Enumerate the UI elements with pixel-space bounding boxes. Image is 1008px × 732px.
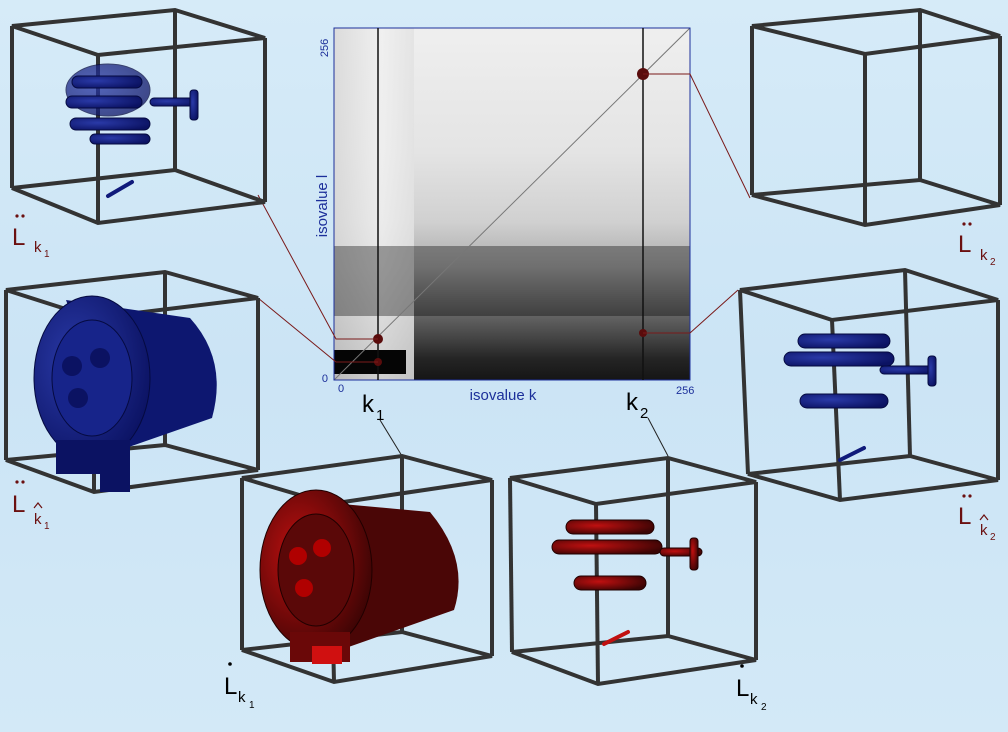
y-tick-max: 256	[319, 39, 331, 57]
connector-top-right	[643, 73, 751, 199]
label-sub: k	[980, 522, 988, 539]
connector-mid-left	[257, 297, 378, 363]
panel-top-left	[10, 7, 267, 226]
dot-mark	[21, 214, 25, 218]
matrix-dark-band	[334, 246, 690, 316]
dot-mark	[968, 494, 972, 498]
volume-blue-pipes	[783, 333, 937, 409]
x-tick-min: 0	[338, 383, 344, 395]
label-sub: k	[34, 239, 42, 256]
connector-bottom-right	[647, 417, 669, 457]
volume-red-pipes	[551, 519, 703, 591]
label-main: L	[12, 224, 25, 251]
k1-sub: 1	[376, 407, 384, 424]
label-subsub: 1	[44, 521, 50, 532]
label-subsub: 2	[990, 532, 996, 543]
volume-red-cylinder	[259, 489, 459, 664]
panel-bottom-right	[508, 455, 758, 687]
wireframe-cube	[738, 267, 1000, 503]
volume-red-fragment	[602, 630, 630, 646]
label-mid-right: L k 2	[958, 494, 996, 543]
dot-mark	[740, 664, 744, 668]
label-sub: k	[750, 691, 758, 708]
panel-mid-right	[738, 267, 1000, 503]
y-axis-label: isovalue l	[314, 175, 331, 238]
matrix-frame	[333, 27, 691, 381]
label-top-right: L k 2	[958, 222, 996, 268]
k2-sub: 2	[640, 405, 648, 422]
volume-blue-fragment	[838, 446, 866, 462]
label-main: L	[958, 503, 971, 530]
label-subsub: 1	[44, 249, 50, 260]
matrix-left-strip	[334, 28, 414, 380]
wireframe-cube	[10, 7, 267, 226]
label-sub: k	[238, 689, 246, 706]
k2-label: k	[626, 389, 639, 416]
label-main: L	[224, 673, 237, 700]
volume-blue-cylinder	[33, 295, 217, 492]
panel-bottom-left	[240, 453, 494, 685]
hat-mark	[979, 514, 989, 521]
dot-mark	[15, 214, 19, 218]
dot-mark	[21, 480, 25, 484]
x-axis-label: isovalue k	[470, 387, 537, 404]
label-subsub: 2	[990, 257, 996, 268]
dot-mark	[962, 494, 966, 498]
label-subsub: 1	[249, 700, 255, 711]
wireframe-cube	[508, 455, 758, 687]
label-bottom-right: L k 2	[736, 664, 767, 713]
k1-label: k	[362, 391, 375, 418]
x-tick-max: 256	[676, 385, 694, 397]
label-mid-left: L k 1	[12, 480, 50, 532]
volume-blue-pipes	[65, 63, 199, 145]
connector-lines	[257, 73, 751, 457]
similarity-matrix: 0 0 256 256 isovalue k isovalue l k 1 k …	[314, 27, 694, 424]
label-main: L	[736, 675, 749, 702]
dot-mark	[968, 222, 972, 226]
label-sub: k	[980, 247, 988, 264]
wireframe-cube	[750, 7, 1002, 228]
label-bottom-left: L k 1	[224, 662, 255, 711]
connector-mid-right	[643, 289, 739, 334]
label-top-left: L k 1	[12, 214, 50, 260]
dot-mark	[962, 222, 966, 226]
volume-blue-fragment	[106, 180, 134, 198]
hat-mark	[33, 502, 43, 509]
label-main: L	[958, 231, 971, 258]
panel-top-right	[750, 7, 1002, 228]
matrix-diagonal	[333, 27, 691, 381]
dot-mark	[228, 662, 232, 666]
label-main: L	[12, 491, 25, 518]
dot-mark	[15, 480, 19, 484]
y-tick-min: 0	[322, 373, 328, 385]
label-subsub: 2	[761, 702, 767, 713]
panel-mid-left	[4, 269, 260, 495]
label-sub: k	[34, 511, 42, 528]
connector-bottom-left	[379, 419, 403, 457]
connector-top-left	[257, 194, 378, 340]
